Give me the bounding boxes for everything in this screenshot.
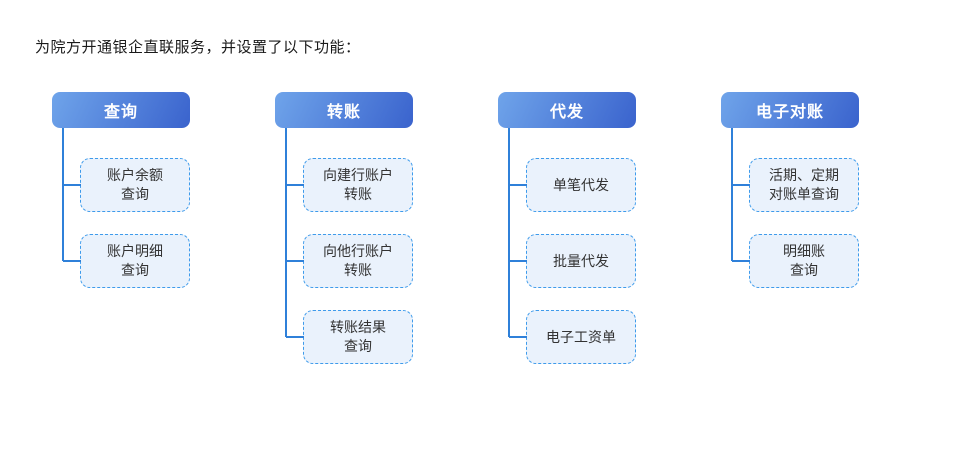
connector-line (508, 128, 510, 337)
function-item: 活期、定期 对账单查询 (732, 158, 859, 212)
group-agency-payment: 代发 单笔代发 批量代发 电子工资单 (498, 92, 636, 364)
page-title: 为院方开通银企直联服务，并设置了以下功能： (35, 39, 361, 56)
connector-line (285, 128, 287, 337)
function-item-label: 批量代发 (553, 252, 609, 269)
group-transfer: 转账 向建行账户 转账 向他行账户 转账 转账结果 查询 (275, 92, 413, 364)
group-header-agency-payment: 代发 (498, 92, 636, 128)
group-items: 账户余额 查询 账户明细 查询 (63, 128, 190, 288)
function-item: 电子工资单 (509, 310, 636, 364)
function-item: 批量代发 (509, 234, 636, 288)
group-items: 向建行账户 转账 向他行账户 转账 转账结果 查询 (286, 128, 413, 364)
group-items: 单笔代发 批量代发 电子工资单 (509, 128, 636, 364)
group-header-transfer: 转账 (275, 92, 413, 128)
function-item: 单笔代发 (509, 158, 636, 212)
function-item-label: 向建行账户 转账 (323, 167, 393, 202)
function-item: 账户明细 查询 (63, 234, 190, 288)
connector-line (62, 128, 64, 261)
group-items: 活期、定期 对账单查询 明细账 查询 (732, 128, 859, 288)
group-title: 转账 (326, 104, 361, 121)
group-header-query: 查询 (52, 92, 190, 128)
function-item-label: 单笔代发 (553, 176, 609, 193)
function-item-label: 向他行账户 转账 (323, 243, 393, 278)
function-item: 明细账 查询 (732, 234, 859, 288)
function-item: 向他行账户 转账 (286, 234, 413, 288)
group-title: 电子对账 (755, 104, 824, 121)
function-item-label: 账户明细 查询 (107, 243, 163, 278)
function-item: 转账结果 查询 (286, 310, 413, 364)
function-item-label: 账户余额 查询 (107, 167, 163, 202)
connector-line (731, 128, 733, 261)
group-query: 查询 账户余额 查询 账户明细 查询 (52, 92, 190, 364)
function-item-label: 电子工资单 (546, 328, 616, 345)
group-header-e-reconciliation: 电子对账 (721, 92, 859, 128)
function-item: 向建行账户 转账 (286, 158, 413, 212)
group-title: 代发 (549, 104, 584, 121)
group-title: 查询 (103, 104, 138, 121)
function-item: 账户余额 查询 (63, 158, 190, 212)
function-diagram: 查询 账户余额 查询 账户明细 查询 转账 向建行账户 转账 (52, 92, 859, 364)
function-item-label: 明细账 查询 (783, 243, 825, 278)
group-e-reconciliation: 电子对账 活期、定期 对账单查询 明细账 查询 (721, 92, 859, 364)
function-item-label: 活期、定期 对账单查询 (769, 167, 839, 202)
function-item-label: 转账结果 查询 (330, 319, 386, 354)
